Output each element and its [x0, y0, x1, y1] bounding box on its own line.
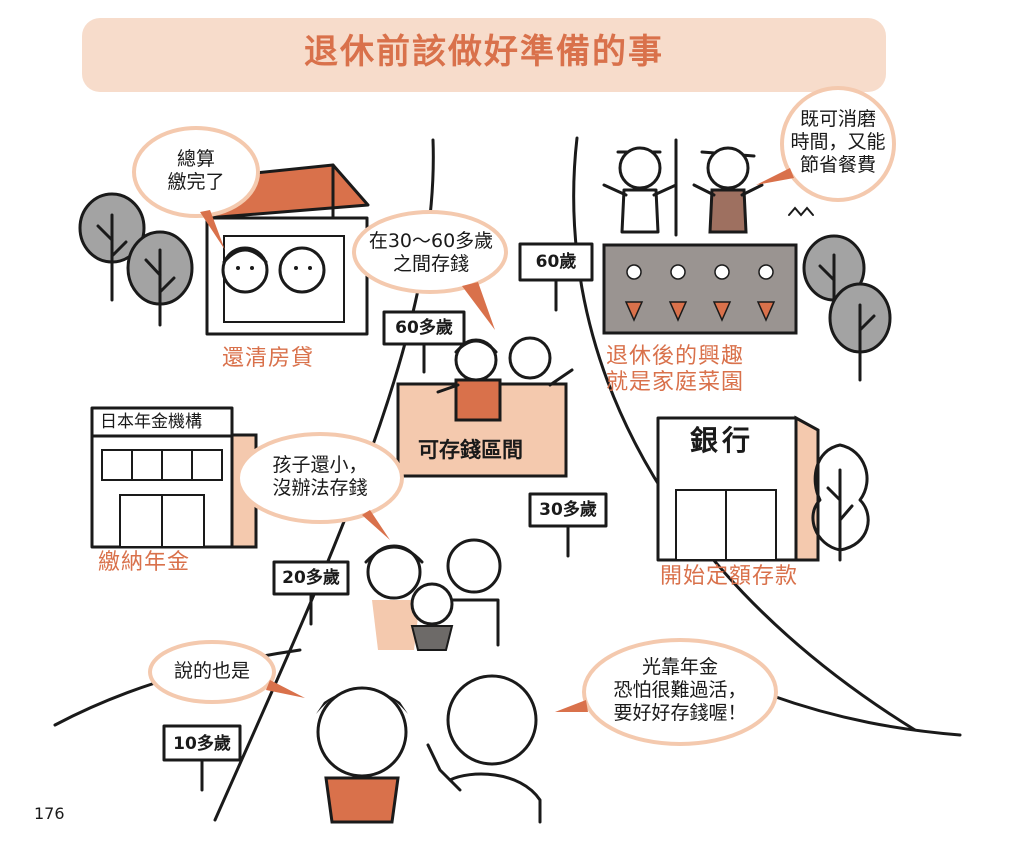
page-title: 退休前該做好準備的事 [304, 32, 664, 72]
bubble-child-small: 孩子還小， 沒辦法存錢 [272, 454, 368, 499]
caption-pay-off-mortgage: 還清房貸 [222, 346, 315, 371]
bubble-pass-time: 既可消磨 時間，又能 節省餐費 [790, 108, 886, 176]
gray-trees-right [802, 234, 892, 382]
pension-org-sign: 日本年金機構 [100, 412, 202, 432]
bubble-pension-not-enough: 光靠年金 恐怕很難過活， 要好好存錢喔！ [613, 656, 747, 724]
bubble-thats-right: 說的也是 [173, 660, 250, 682]
age-sign-10s: 10多歲 [173, 734, 231, 754]
title-banner [82, 18, 886, 92]
saving-zone-label: 可存錢區間 [418, 438, 523, 462]
age-sign-60s: 60多歲 [395, 318, 453, 338]
bubble-finally-paid: 總算 繳完了 [167, 148, 225, 193]
pension-office-building [90, 406, 258, 549]
gray-trees-left [78, 192, 194, 327]
age-sign-20s: 20多歲 [282, 568, 340, 588]
young-family [364, 538, 502, 651]
age-sign-30s: 30多歲 [539, 500, 597, 520]
age-sign-posts [162, 242, 608, 792]
page-number: 176 [34, 804, 65, 823]
speech-bubble-shapes [132, 86, 896, 746]
saving-zone-box [396, 336, 574, 478]
caption-pay-pension: 繳納年金 [98, 550, 191, 575]
bank-building [656, 415, 870, 562]
bubble-save-30-60: 在30～60多歲 之間存錢 [368, 230, 494, 275]
caption-retirement-hobby: 退休後的興趣 就是家庭菜園 [606, 344, 745, 396]
bottom-couple [316, 674, 542, 824]
bank-sign: 銀行 [690, 424, 755, 457]
farmer-couple [602, 138, 764, 237]
caption-start-saving: 開始定額存款 [660, 564, 799, 589]
vegetable-garden [602, 206, 814, 335]
age-sign-60: 60歲 [535, 252, 577, 272]
